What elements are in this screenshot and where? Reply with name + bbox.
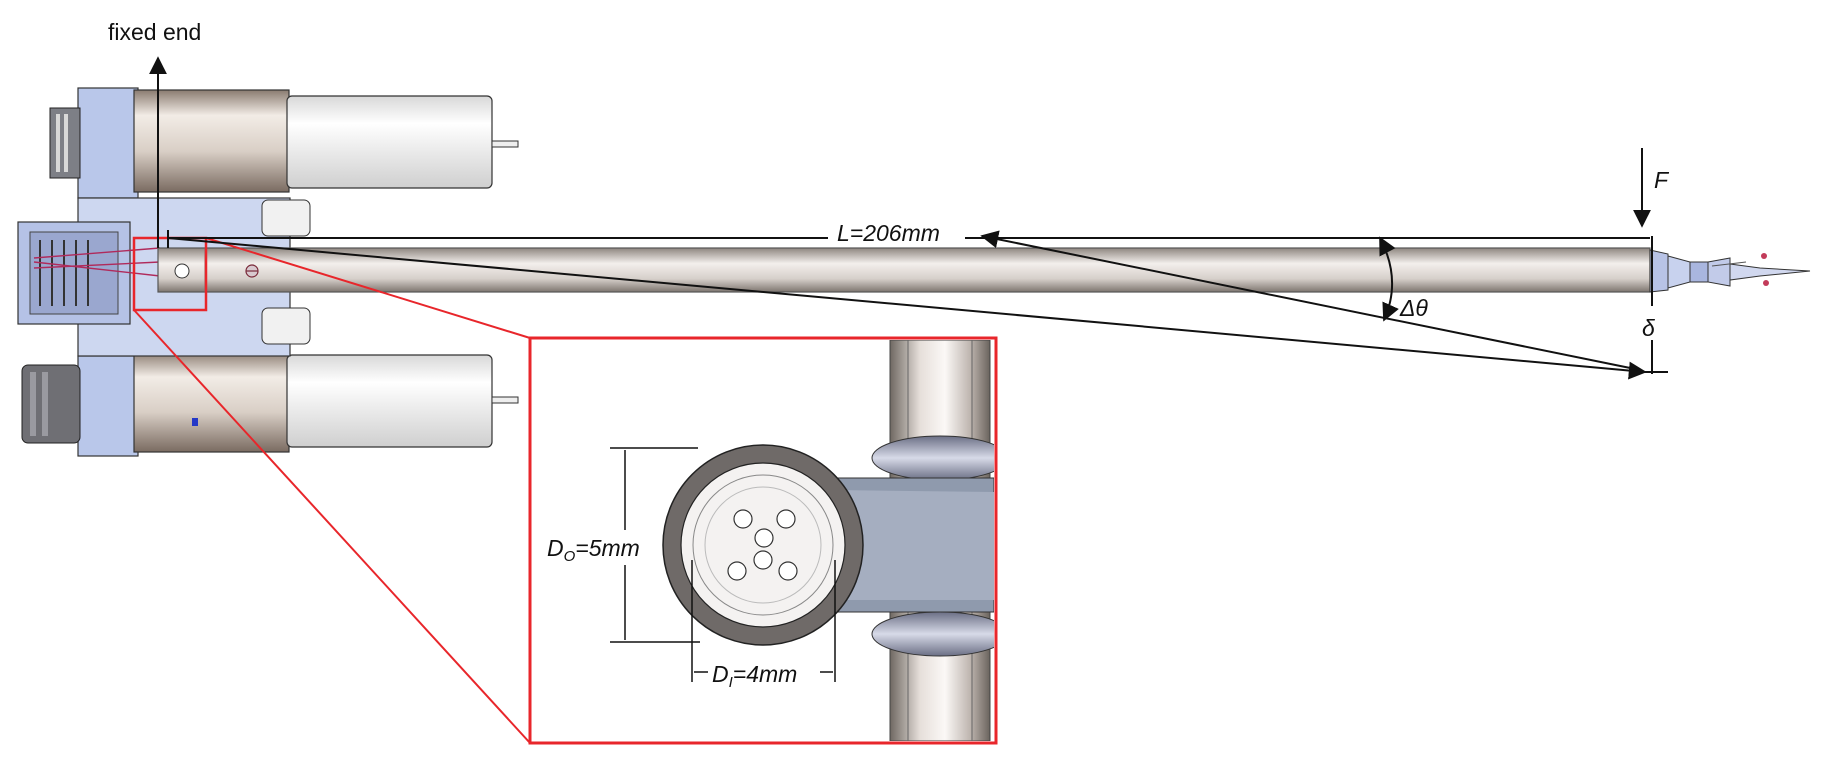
top-motor: [49, 87, 519, 199]
inner-diameter-dimension: DI=4mm: [691, 560, 836, 691]
zoom-inset: DO=5mm DI=4mm: [528, 336, 998, 745]
force-indicator: F: [1633, 148, 1670, 228]
fixed-end-label: fixed end: [108, 19, 201, 45]
actuator-assembly: [17, 87, 519, 457]
gripper-tip: [1649, 249, 1811, 293]
deflection-label: δ: [1642, 315, 1655, 341]
outer-diameter-label: DO=5mm: [547, 535, 640, 565]
length-dimension: L=206mm: [167, 220, 1650, 248]
length-label: L=206mm: [837, 220, 940, 246]
inner-diameter-label: DI=4mm: [712, 661, 797, 691]
deflection-dimension: δ: [1642, 236, 1655, 374]
shaft: [157, 247, 1651, 293]
outer-diameter-dimension: DO=5mm: [547, 447, 700, 643]
angle-label: Δθ: [1399, 295, 1428, 321]
angle-indicator: Δθ: [1379, 236, 1428, 322]
fixed-end-marker: fixed end: [108, 19, 201, 248]
bottom-motor: [21, 351, 519, 457]
force-label: F: [1654, 167, 1670, 193]
deflection-lines: [167, 230, 1668, 380]
